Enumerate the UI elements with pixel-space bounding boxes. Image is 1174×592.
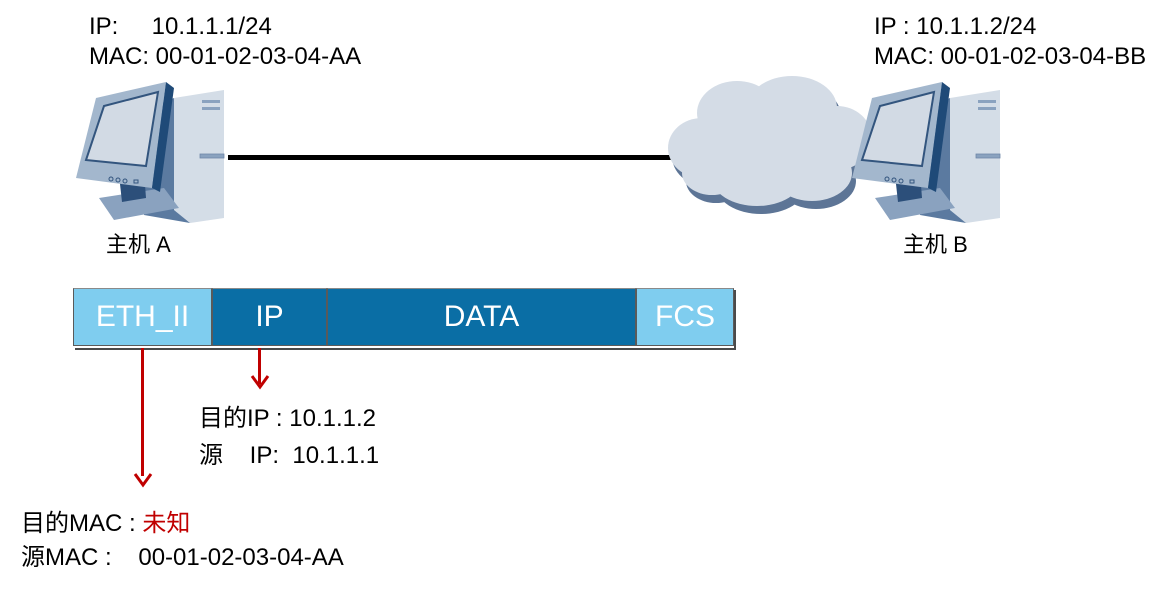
host-b-ip: IP : 10.1.1.2/24 (874, 13, 1037, 40)
host-a-label: 主机 A (106, 232, 171, 257)
mac-dst-value: 未知 (142, 510, 191, 537)
host-a-computer-icon (76, 82, 225, 223)
host-b-label: 主机 B (903, 232, 968, 257)
ip-dst-label: 目的IP : (199, 405, 290, 432)
ip-src-value: 10.1.1.1 (292, 442, 380, 469)
host-b-mac: MAC: 00-01-02-03-04-BB (874, 43, 1147, 70)
eth-header-arrow (141, 348, 144, 476)
frame-field-data: DATA (327, 288, 636, 346)
ip-src-row: 源 IP: 10.1.1.1 (199, 441, 379, 471)
ip-arrowhead-icon (250, 375, 270, 390)
host-b-computer-icon (852, 82, 1001, 223)
ip-src-label: 源 IP: (199, 442, 293, 469)
ethernet-frame: ETH_II IP DATA FCS (73, 288, 734, 348)
mac-src-value: 00-01-02-03-04-AA (138, 544, 344, 571)
mac-dst-label: 目的MAC : (21, 510, 143, 537)
frame-field-ip: IP (212, 288, 327, 346)
mac-src-label: 源MAC : (21, 544, 139, 571)
eth-arrowhead-icon (133, 473, 153, 488)
ip-header-arrow (258, 348, 261, 384)
host-a-ip: IP: 10.1.1.1/24 (89, 13, 272, 40)
ip-dst-row: 目的IP : 10.1.1.2 (199, 404, 376, 434)
frame-field-fcs: FCS (636, 288, 734, 346)
network-link (228, 155, 678, 160)
frame-field-eth-ii: ETH_II (73, 288, 212, 346)
cloud-icon (668, 76, 876, 214)
host-a-mac: MAC: 00-01-02-03-04-AA (89, 43, 362, 70)
mac-src-row: 源MAC : 00-01-02-03-04-AA (21, 543, 344, 573)
ip-dst-value: 10.1.1.2 (289, 405, 376, 432)
mac-dst-row: 目的MAC : 未知 (21, 509, 190, 539)
